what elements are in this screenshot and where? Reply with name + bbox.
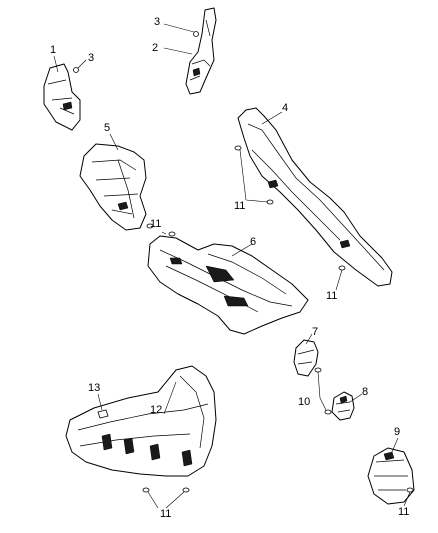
part-2-heat-shield [185,7,217,95]
callout-1: 1 [50,44,57,56]
part-11-nut-9 [406,487,414,493]
callout-11-e: 11 [398,506,410,518]
callout-13: 13 [88,382,101,394]
part-11-nut-5 [146,223,176,237]
callout-5: 5 [104,122,111,134]
callout-11-c: 11 [326,290,338,302]
part-4-heat-shield [237,107,393,287]
part-11-nut-4 [234,145,346,271]
callout-2: 2 [152,42,159,54]
callout-11-b: 11 [234,200,246,212]
callout-12: 12 [150,404,163,416]
callout-4: 4 [282,102,289,114]
part-11-nut-12 [142,487,190,493]
part-5-heat-shield [79,143,147,231]
part-1-heat-shield [43,63,81,131]
callout-7: 7 [312,326,319,338]
part-13-clip [97,409,109,419]
callout-11-d: 11 [160,508,172,520]
part-11-nut-8 [324,409,332,415]
part-3-bolt-left [73,67,79,73]
part-11-nut-7 [314,367,322,373]
callout-9: 9 [394,426,401,438]
part-12-heat-shield [65,365,217,477]
part-6-heat-shield [147,235,309,335]
callout-3-lower: 3 [88,52,95,64]
callout-11-a: 11 [150,218,162,230]
part-7-heat-shield [293,339,319,377]
callout-3-upper: 3 [154,16,161,28]
part-3-bolt-top [193,31,199,37]
callout-6: 6 [250,236,257,248]
part-9-heat-shield [367,447,415,505]
leader-lines [53,23,411,509]
part-8-bracket [331,391,355,421]
callout-10: 10 [298,396,311,408]
callout-8: 8 [362,386,369,398]
